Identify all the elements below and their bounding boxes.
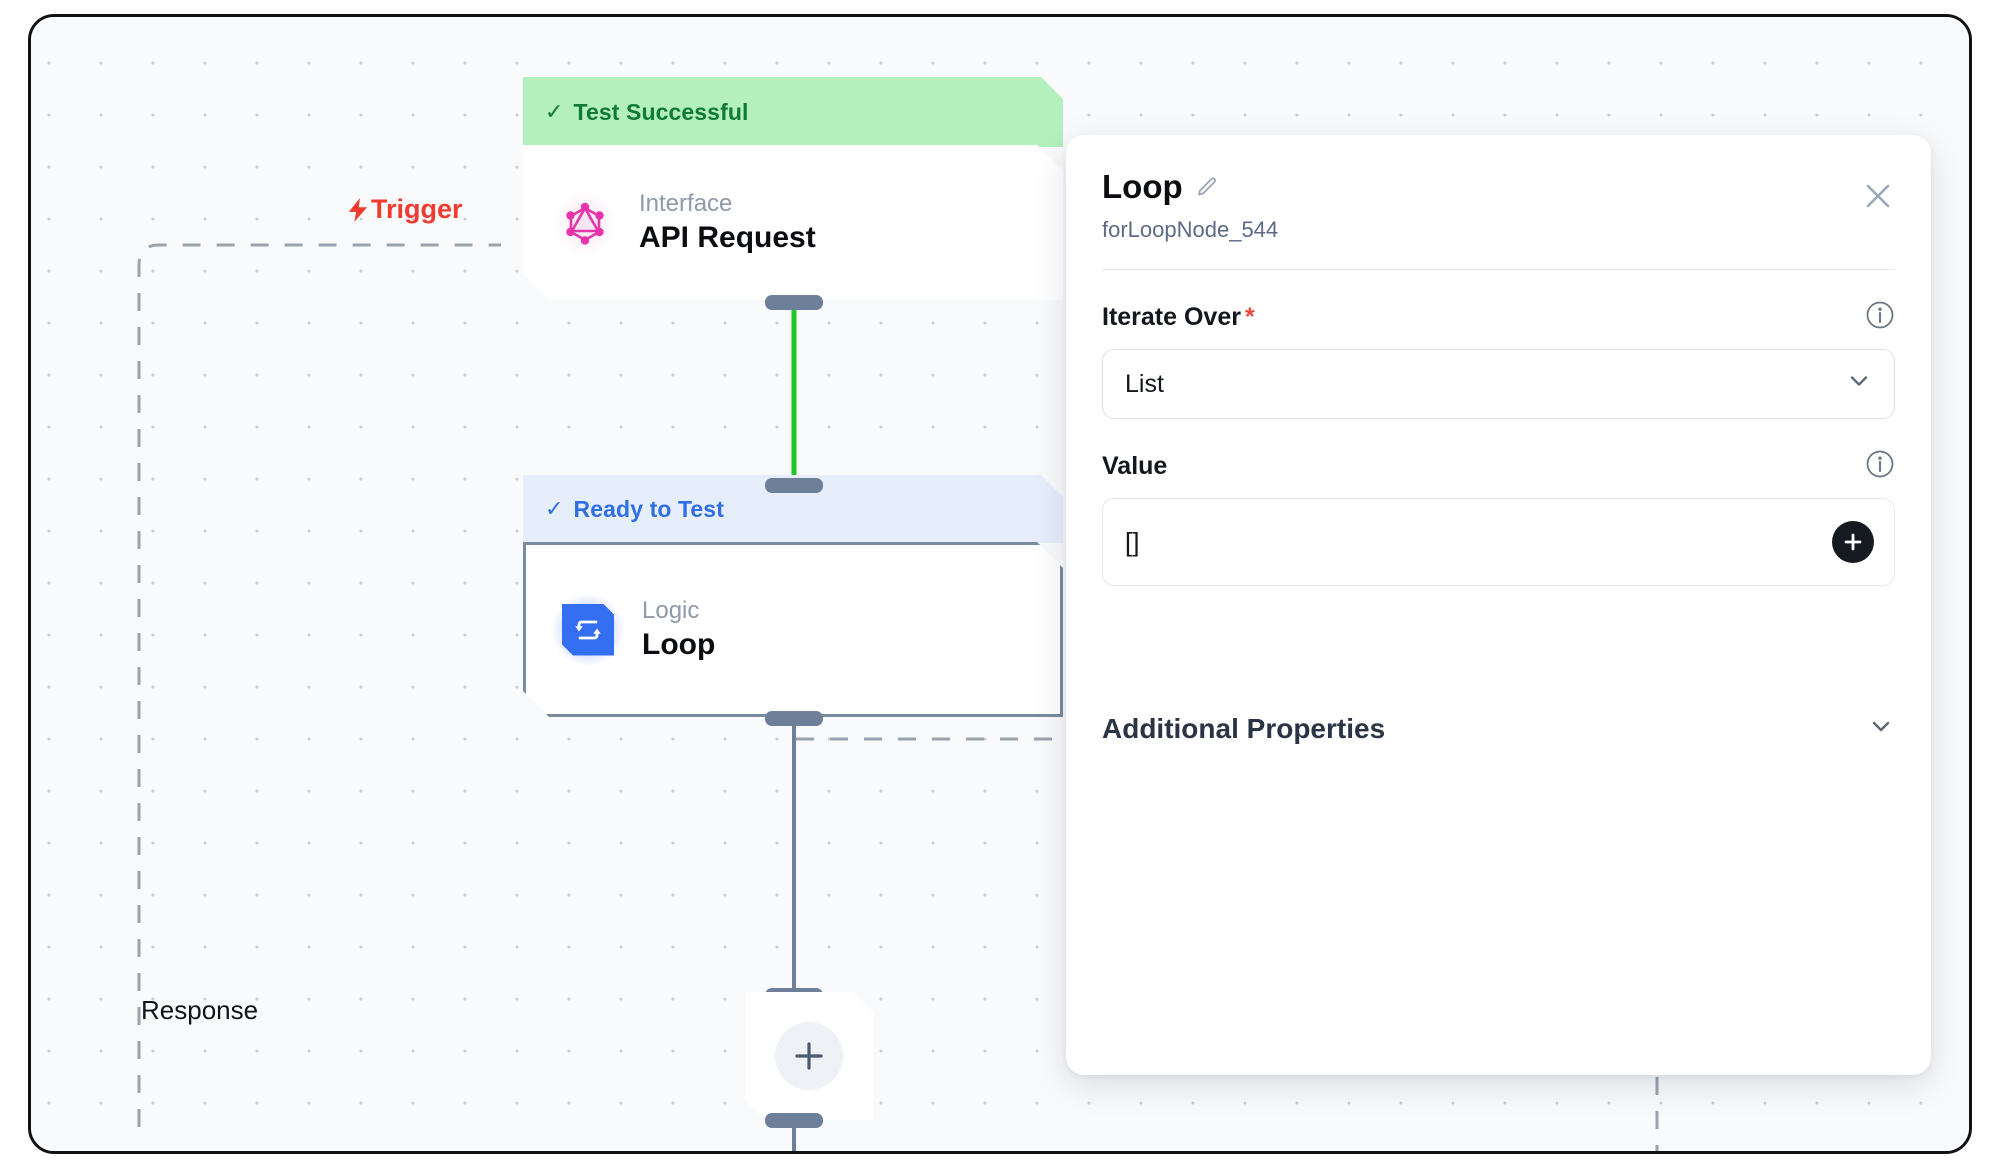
node-kind-label: Logic	[642, 596, 700, 624]
node-id-label: forLoopNode_544	[1102, 217, 1279, 243]
check-icon: ✓	[545, 496, 564, 521]
check-icon: ✓	[545, 99, 564, 124]
info-icon[interactable]	[1865, 449, 1895, 484]
plus-icon	[775, 1022, 843, 1090]
port-loop-output[interactable]	[765, 711, 823, 726]
add-node-button[interactable]	[745, 992, 873, 1120]
field-label-text: Value	[1102, 452, 1168, 481]
field-label-text: Iterate Over	[1102, 303, 1241, 332]
pencil-icon[interactable]	[1195, 175, 1219, 199]
page-title: Loop	[1102, 168, 1183, 205]
loop-arrows-icon	[572, 614, 604, 646]
close-icon[interactable]	[1855, 173, 1901, 219]
plus-icon	[1844, 533, 1862, 551]
panel-divider	[1102, 269, 1895, 271]
node-kind-label: Interface	[639, 189, 733, 217]
field-label: Value	[1102, 452, 1171, 481]
iterate-over-value: List	[1125, 369, 1164, 398]
port-api-output[interactable]	[765, 295, 823, 310]
node-loop[interactable]: Logic Loop	[523, 542, 1063, 717]
trigger-label-text: Trigger	[371, 194, 463, 224]
panel-header: Loop forLoopNode_544	[1102, 135, 1895, 271]
node-api-request[interactable]: Interface API Request	[523, 145, 1063, 300]
status-banner-label: Ready to Test	[573, 495, 724, 522]
loop-icon	[560, 602, 616, 658]
app-frame: Trigger Response ✓ Test Successful	[28, 14, 1972, 1154]
field-label: Iterate Over*	[1102, 303, 1255, 332]
lightning-bolt-icon	[348, 197, 368, 222]
chevron-down-icon	[1867, 712, 1895, 745]
field-value: Value []	[1102, 449, 1895, 587]
trigger-label: Trigger	[347, 194, 463, 225]
graphql-icon	[557, 195, 613, 251]
port-add-output[interactable]	[765, 1113, 823, 1128]
node-title-label: Loop	[642, 627, 716, 661]
workflow-canvas[interactable]: Trigger Response ✓ Test Successful	[31, 17, 1969, 1151]
additional-properties-label: Additional Properties	[1102, 712, 1386, 744]
panel-title-row: Loop	[1102, 168, 1895, 205]
status-banner-label: Test Successful	[573, 98, 749, 125]
add-value-button[interactable]	[1832, 521, 1874, 564]
chevron-down-icon	[1846, 368, 1872, 401]
status-banner-test-successful: ✓ Test Successful	[523, 77, 1063, 147]
iterate-over-select[interactable]: List	[1102, 349, 1895, 420]
field-iterate-over: Iterate Over* List	[1102, 300, 1895, 420]
additional-properties-section[interactable]: Additional Properties	[1102, 712, 1895, 745]
value-input[interactable]: []	[1102, 498, 1895, 587]
response-label: Response	[141, 995, 259, 1025]
properties-panel: Loop forLoopNode_544	[1066, 135, 1931, 1075]
port-loop-input[interactable]	[765, 478, 823, 493]
value-input-text: []	[1125, 526, 1140, 557]
required-marker: *	[1244, 303, 1255, 332]
node-title-label: API Request	[639, 220, 816, 254]
info-icon[interactable]	[1865, 300, 1895, 335]
